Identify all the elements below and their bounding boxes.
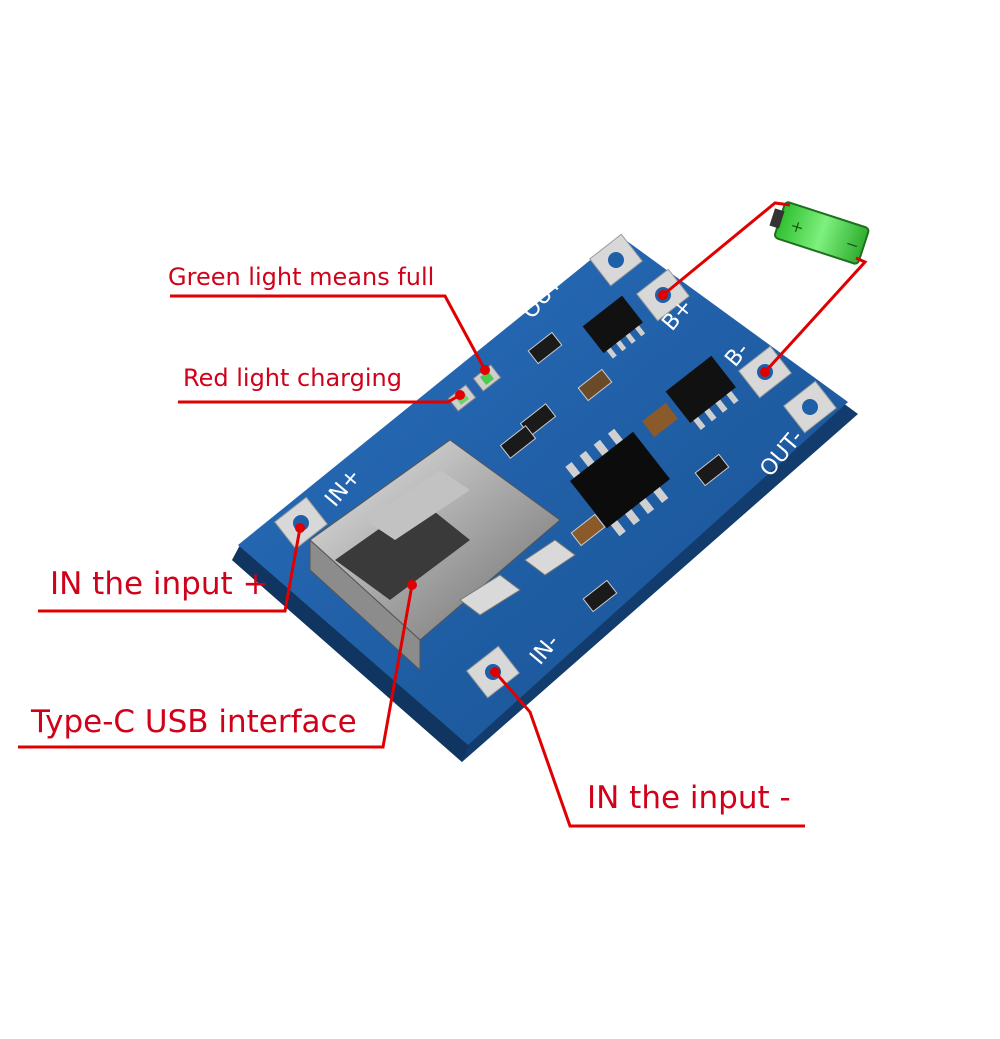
pad-in-plus — [274, 496, 328, 550]
callout-green-light: Green light means full — [168, 263, 435, 291]
pad-out-minus — [783, 380, 837, 434]
resistor-3 — [499, 425, 537, 459]
callout-in-minus: IN the input - — [587, 780, 791, 816]
leader-in-minus — [493, 671, 805, 828]
battery-icon: + − — [769, 201, 870, 265]
callout-in-plus: IN the input + — [50, 566, 269, 602]
pad-top-left — [589, 233, 643, 287]
resistor-5 — [694, 453, 730, 487]
leader-green-light — [170, 294, 487, 371]
callout-usb-c: Type-C USB interface — [31, 704, 357, 740]
ic-chips — [565, 295, 739, 537]
ic-charger-main — [565, 428, 670, 537]
leader-lines — [18, 201, 868, 828]
resistor-6 — [582, 579, 618, 613]
leader-red-light — [178, 393, 461, 404]
ic-protection-small — [582, 295, 646, 359]
svg-text:+: + — [788, 215, 807, 237]
smd-resistors — [499, 331, 730, 613]
capacitor-7 — [570, 513, 606, 547]
svg-text:−: − — [843, 233, 862, 255]
leader-dots — [295, 290, 770, 677]
resistor-1 — [527, 331, 563, 365]
resistor-4 — [577, 368, 613, 402]
leader-usb-c — [18, 584, 414, 749]
usb-connector — [309, 439, 576, 672]
leader-in-plus — [38, 527, 302, 613]
ic-mosfet — [665, 355, 739, 430]
smd-capacitor — [642, 402, 678, 438]
pcb-side-bottom — [232, 545, 470, 762]
leader-battery-minus — [763, 256, 868, 374]
callout-red-light: Red light charging — [183, 364, 402, 392]
leader-battery-plus — [662, 201, 791, 297]
